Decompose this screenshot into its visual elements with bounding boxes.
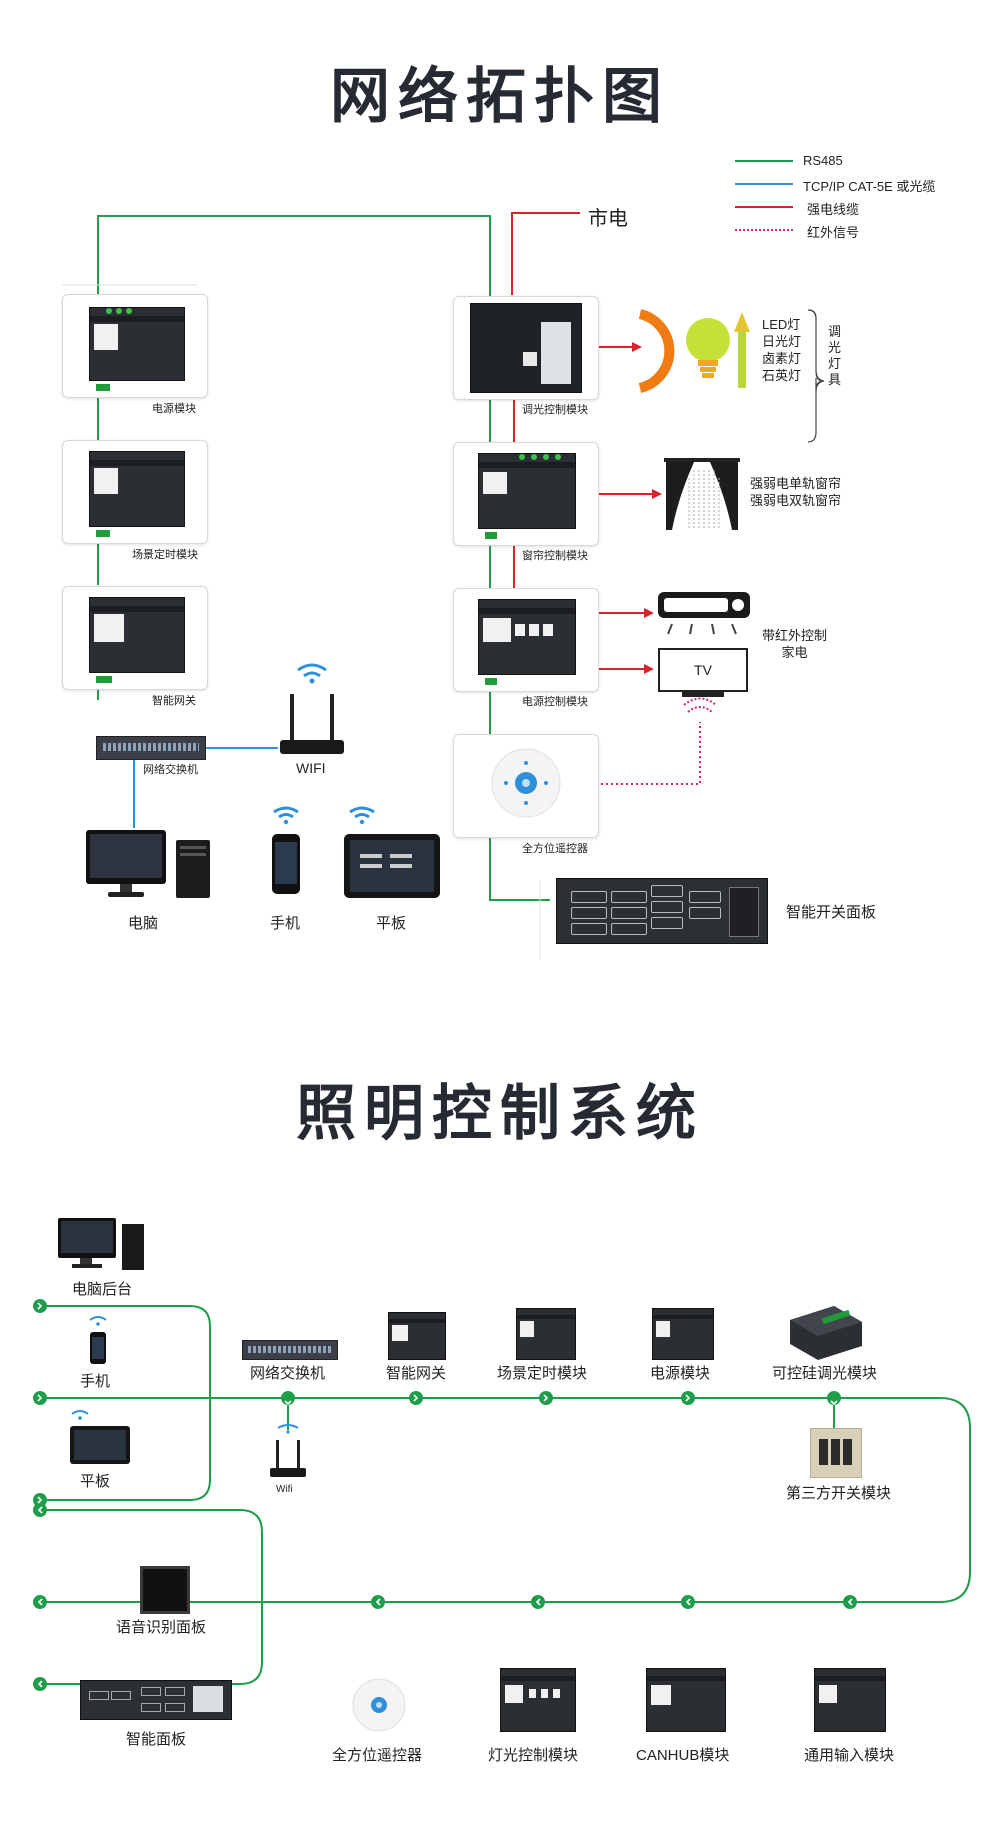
chain-scr-dimmer-device <box>790 1306 862 1360</box>
computer-icon <box>86 830 210 898</box>
phone-small-label: 手机 <box>80 1373 111 1390</box>
topology-wiring <box>62 212 825 960</box>
section1-title: 网络拓扑图 <box>330 62 670 132</box>
remote-device[interactable] <box>488 745 564 821</box>
dimmer-module-label: 调光控制模块 <box>522 404 588 416</box>
power-module-card <box>62 294 208 398</box>
curtain-module-label: 窗帘控制模块 <box>522 550 588 562</box>
dimmer-module-card <box>453 296 599 400</box>
wifi-router <box>280 663 344 754</box>
bottom-label-remote: 全方位遥控器 <box>332 1747 423 1764</box>
legend-line-tcp <box>735 183 793 185</box>
device-label-computer: 电脑 <box>128 915 159 932</box>
curtain-module-card <box>453 442 599 546</box>
legend-label-tcp: TCP/IP CAT-5E 或光缆 <box>803 179 936 194</box>
gateway-card <box>62 586 208 690</box>
bottom-general-input-device <box>814 1668 886 1732</box>
remote-card <box>453 734 599 838</box>
chain-label-power: 电源模块 <box>650 1365 711 1382</box>
smart-panel-small-device <box>80 1680 232 1720</box>
wifi-small-router <box>270 1424 306 1477</box>
tv-label: TV <box>694 662 712 678</box>
ir-appliance-label: 带红外控制 家电 <box>762 627 827 661</box>
scene-timer-device <box>89 451 185 537</box>
legend-label-infrared: 红外信号 <box>807 225 860 240</box>
chain-gateway-device <box>388 1312 446 1360</box>
scene-timer-card <box>62 440 208 544</box>
legend-label-power: 强电线缆 <box>807 202 860 217</box>
legend-line-infrared <box>735 229 793 231</box>
network-switch-device <box>96 736 206 760</box>
curtain-label-list: 强弱电单轨窗帘 强弱电双轨窗帘 <box>750 475 841 509</box>
chain-scene-device <box>516 1308 576 1360</box>
tablet-small-icon <box>70 1410 130 1464</box>
bottom-label-general-input: 通用输入模块 <box>804 1747 895 1764</box>
phone-small-icon <box>89 1316 107 1364</box>
ir-appliance-line1: 带红外控制 <box>762 628 828 643</box>
voice-panel-label: 语音识别面板 <box>116 1619 207 1636</box>
lamp-icon <box>638 309 750 393</box>
bottom-label-canhub: CANHUB模块 <box>636 1747 730 1764</box>
air-conditioner-icon <box>658 592 750 635</box>
chain-label-scr-dimmer: 可控硅调光模块 <box>772 1365 878 1382</box>
chain-switch-device <box>242 1340 338 1360</box>
third-party-switch-label: 第三方开关模块 <box>786 1485 892 1502</box>
legend-line-power <box>735 206 793 208</box>
bottom-lighting-module-device <box>500 1668 576 1732</box>
curtain-single-label: 强弱电单轨窗帘 <box>750 476 842 491</box>
power-control-label: 电源控制模块 <box>522 696 588 708</box>
lighting-bus-lines <box>33 1299 971 1691</box>
ir-appliance-line2: 家电 <box>781 645 808 660</box>
legend-label-rs485: RS485 <box>803 153 843 168</box>
curtain-module-device <box>478 453 576 539</box>
lamp-type-fluorescent: 日光灯 <box>762 334 802 349</box>
device-label-phone: 手机 <box>270 915 301 932</box>
smart-switch-panel-label: 智能开关面板 <box>786 904 877 921</box>
dimmer-module-device <box>470 303 582 393</box>
legend-line-rs485 <box>735 160 793 162</box>
chain-label-switch: 网络交换机 <box>250 1365 326 1382</box>
power-control-device <box>478 599 576 685</box>
tablet-small-label: 平板 <box>80 1473 111 1490</box>
pc-backend-label: 电脑后台 <box>72 1281 133 1298</box>
smart-switch-panel <box>556 878 768 944</box>
network-switch-label: 网络交换机 <box>143 764 198 776</box>
power-module-label: 电源模块 <box>152 403 196 415</box>
curtain-icon <box>664 458 740 530</box>
third-party-switch-device <box>810 1428 862 1478</box>
lamp-type-list: LED灯 日光灯 卤素灯 石英灯 <box>762 316 801 384</box>
wifi-label: WIFI <box>296 760 326 776</box>
power-module-device <box>89 307 185 391</box>
wifi-small-label: Wifi <box>276 1484 293 1495</box>
device-label-tablet: 平板 <box>376 915 407 932</box>
phone-icon <box>272 806 300 894</box>
bottom-remote-device[interactable] <box>350 1676 408 1734</box>
smart-panel-small-label: 智能面板 <box>126 1731 187 1748</box>
chain-label-scene: 场景定时模块 <box>497 1365 588 1382</box>
gateway-label: 智能网关 <box>152 695 196 707</box>
lamp-type-led: LED灯 <box>762 317 801 332</box>
voice-panel-device <box>140 1566 190 1614</box>
gateway-device <box>89 597 185 683</box>
lamp-type-halogen: 卤素灯 <box>762 351 802 366</box>
remote-label: 全方位遥控器 <box>522 843 588 855</box>
mains-label: 市电 <box>588 208 628 230</box>
bottom-label-lighting-module: 灯光控制模块 <box>488 1747 579 1764</box>
curtain-double-label: 强弱电双轨窗帘 <box>750 493 842 508</box>
power-control-card <box>453 588 599 692</box>
bottom-canhub-device <box>646 1668 726 1732</box>
tv-stand <box>682 692 724 697</box>
tablet-icon <box>344 806 440 898</box>
scene-timer-label: 场景定时模块 <box>132 549 198 561</box>
tv-icon: TV <box>658 648 748 692</box>
pc-backend-icon <box>58 1218 144 1270</box>
chain-label-gateway: 智能网关 <box>386 1365 447 1382</box>
legend: RS485 TCP/IP CAT-5E 或光缆 强电线缆 红外信号 <box>735 150 995 240</box>
lamp-group-label: 调光灯具 <box>828 324 842 387</box>
section2-title: 照明控制系统 <box>296 1079 704 1149</box>
chain-power-device <box>652 1308 714 1360</box>
lamp-type-quartz: 石英灯 <box>762 368 802 383</box>
